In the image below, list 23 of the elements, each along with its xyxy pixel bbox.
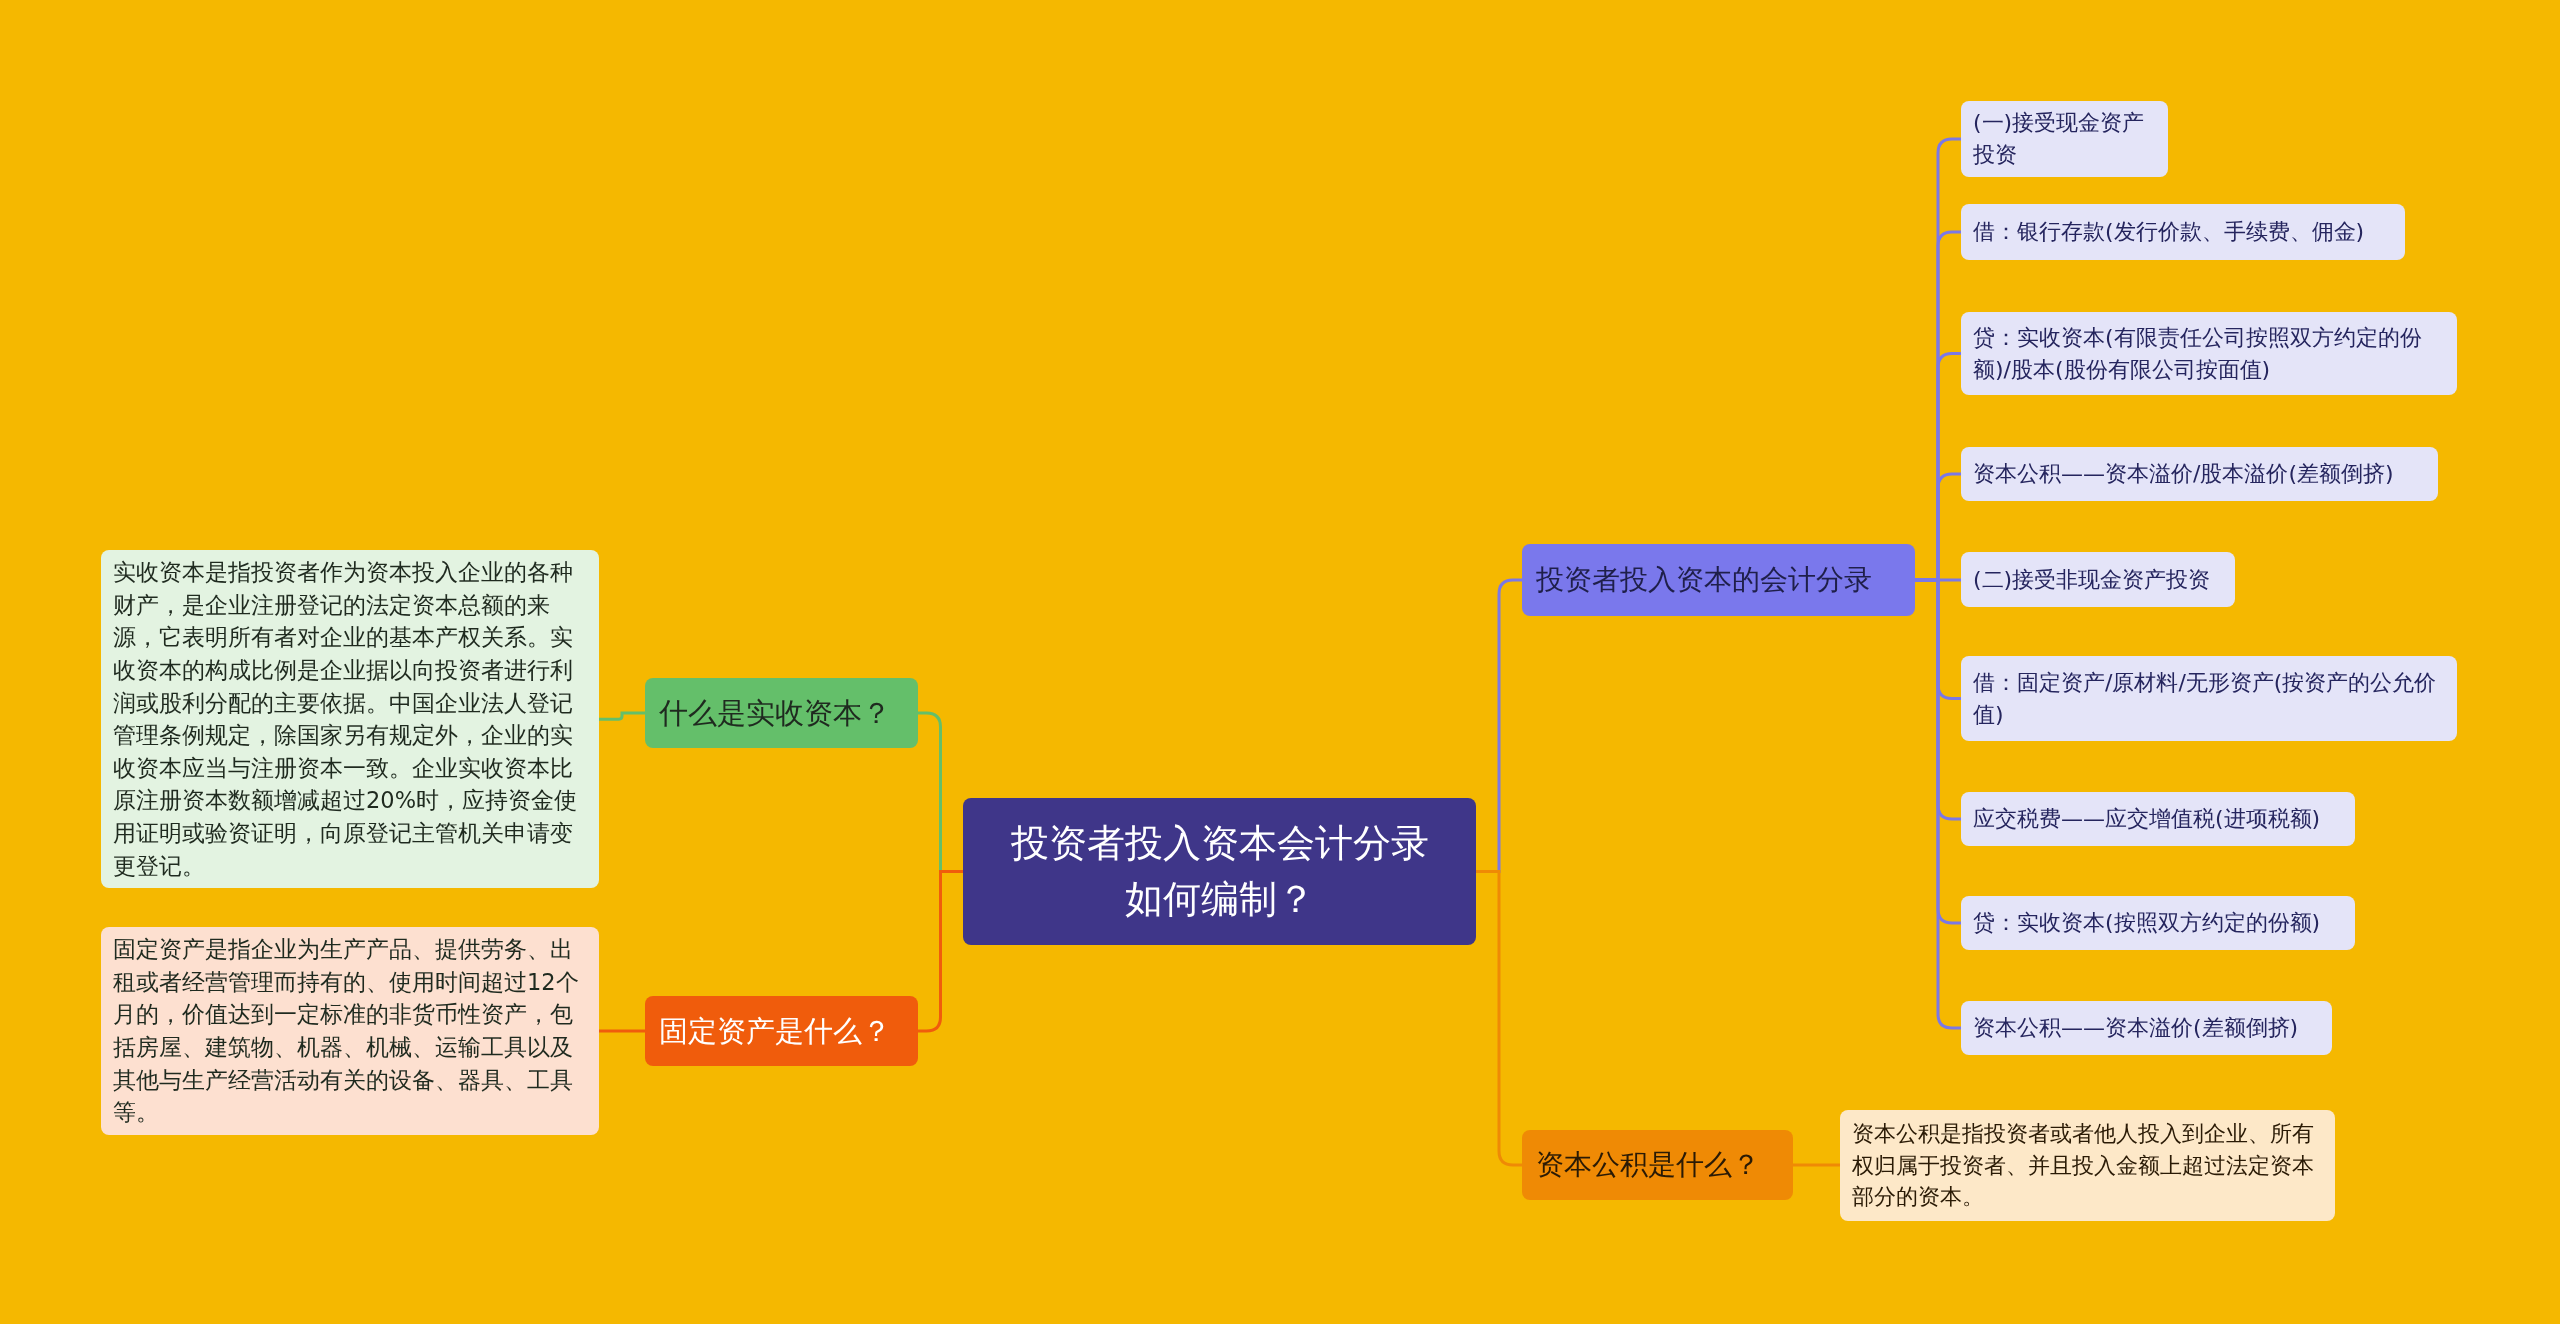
- entry-box: 应交税费——应交增值税(进项税额): [1961, 792, 2355, 846]
- connector-line: [918, 870, 963, 1033]
- entry-box: 贷：实收资本(按照双方约定的份额): [1961, 896, 2355, 950]
- connector-line: [1915, 578, 1961, 1030]
- entry-box: (二)接受非现金资产投资: [1961, 552, 2235, 607]
- entry-box: 贷：实收资本(有限责任公司按照双方约定的份额)/股本(股份有限公司按面值): [1961, 312, 2457, 395]
- topic-box: 固定资产是什么？: [645, 996, 918, 1066]
- connector-line: [599, 711, 645, 721]
- entry-box: 借：银行存款(发行价款、手续费、佣金): [1961, 204, 2405, 260]
- note-box: 固定资产是指企业为生产产品、提供劳务、出租或者经营管理而持有的、使用时间超过12个月的，价值达到一定标准的非货币性资产，包括房屋、建筑物、机器、机械、运输工具以及其他与生产经营活动有关的设备、器具、工具等。: [101, 927, 599, 1135]
- topic-box: 资本公积是什么？: [1522, 1130, 1793, 1200]
- note-box: 资本公积是指投资者或者他人投入到企业、所有权归属于投资者、并且投入金额上超过法定资本部分的资本。: [1840, 1110, 2335, 1221]
- entry-box: 借：固定资产/原材料/无形资产(按资产的公允价值): [1961, 656, 2457, 741]
- connector-line: [1793, 1163, 1840, 1167]
- topic-box: 投资者投入资本的会计分录: [1522, 544, 1915, 616]
- entry-box: 资本公积——资本溢价/股本溢价(差额倒挤): [1961, 447, 2438, 501]
- entry-box: 资本公积——资本溢价(差额倒挤): [1961, 1001, 2332, 1055]
- topic-box: 什么是实收资本？: [645, 678, 918, 748]
- note-box: 实收资本是指投资者作为资本投入企业的各种财产，是企业注册登记的法定资本总额的来源，它表明所有者对企业的基本产权关系。实收资本的构成比例是企业据以向投资者进行利润或股利分配的主要依据。中国企业法人登记管理条例规定，除国家另有规定外，企业的实收资本应当与注册资本一致。企业实收资本比原注册资本数额增减超过20%时，应持资金使用证明或验资证明，向原登记主管机关申请变更登记。: [101, 550, 599, 889]
- central-topic-box: 投资者投入资本会计分录如何编制？: [963, 798, 1476, 945]
- connector-line: [599, 1029, 645, 1033]
- connector-line: [1476, 870, 1522, 1167]
- entry-box: (一)接受现金资产投资: [1961, 101, 2168, 177]
